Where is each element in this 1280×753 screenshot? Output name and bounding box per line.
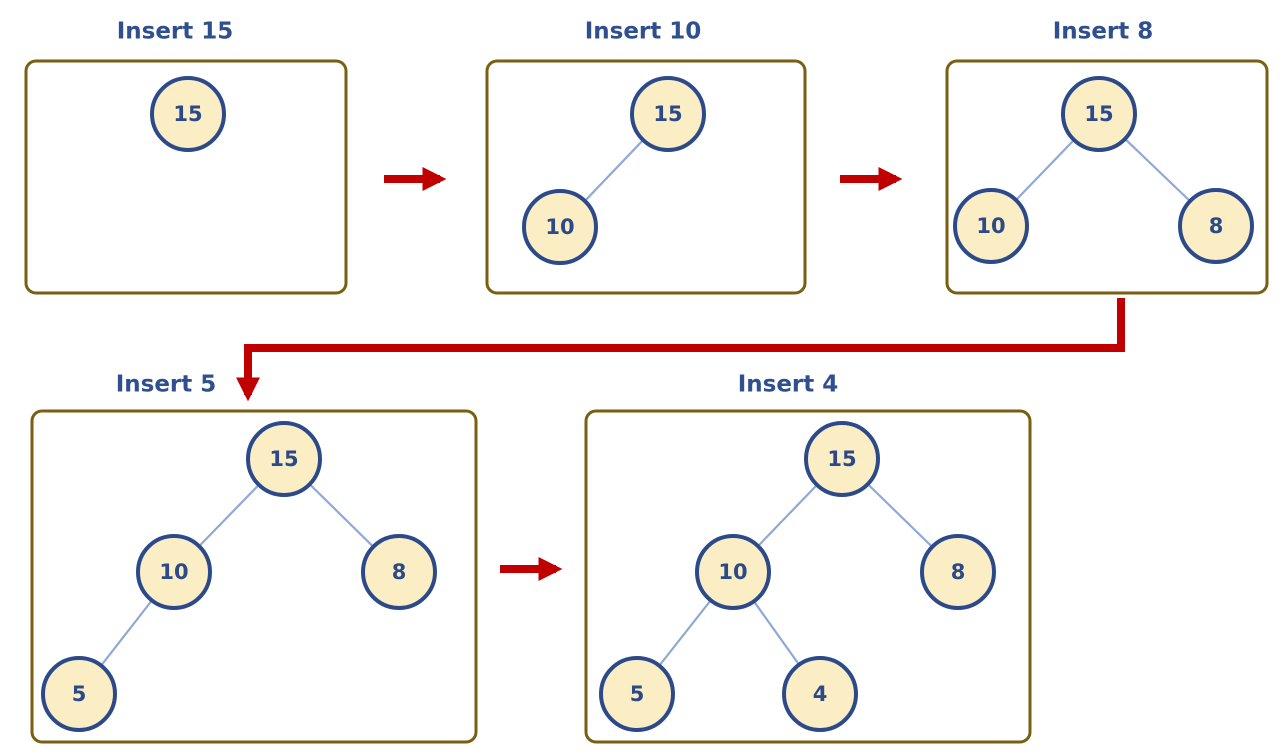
node-label: 15 <box>269 447 298 471</box>
node-circle <box>1061 76 1137 152</box>
step-title: Insert 8 <box>1053 19 1154 45</box>
tree-node-15: 15 <box>804 421 880 497</box>
tree-node-5: 5 <box>41 656 117 732</box>
tree-node-4: 4 <box>782 656 858 732</box>
node-circle <box>1178 188 1254 264</box>
node-label: 5 <box>72 682 87 706</box>
tree-node-10: 10 <box>136 534 212 610</box>
node-label: 10 <box>718 560 747 584</box>
step-panel-2: Insert 10 15 10 <box>485 19 807 295</box>
node-label: 15 <box>173 102 202 126</box>
arrow-step3-to-step4 <box>236 298 1125 402</box>
tree-node-15: 15 <box>1061 76 1137 152</box>
panel-box <box>30 409 478 744</box>
node-label: 8 <box>1209 214 1224 238</box>
node-circle <box>41 656 117 732</box>
node-circle <box>361 534 437 610</box>
tree-node-15: 15 <box>246 421 322 497</box>
node-circle <box>804 421 880 497</box>
node-circle <box>136 534 212 610</box>
step-panel-3: Insert 8 15 10 8 <box>945 19 1269 295</box>
tree-node-15: 15 <box>150 76 226 152</box>
node-circle <box>782 656 858 732</box>
step-panel-1: Insert 15 15 <box>24 19 348 295</box>
tree-node-10: 10 <box>953 188 1029 264</box>
node-circle <box>920 534 996 610</box>
node-circle <box>599 656 675 732</box>
node-label: 8 <box>951 560 966 584</box>
node-circle <box>630 76 706 152</box>
node-circle <box>695 534 771 610</box>
node-label: 10 <box>976 214 1005 238</box>
node-circle <box>150 76 226 152</box>
panel-box <box>24 59 348 295</box>
step-title: Insert 15 <box>117 19 234 45</box>
tree-node-5: 5 <box>599 656 675 732</box>
step-title: Insert 5 <box>116 372 217 398</box>
node-circle <box>953 188 1029 264</box>
node-circle <box>246 421 322 497</box>
tree-node-10: 10 <box>695 534 771 610</box>
node-label: 4 <box>813 682 828 706</box>
node-label: 15 <box>1084 102 1113 126</box>
node-label: 5 <box>630 682 645 706</box>
tree-node-10: 10 <box>522 189 598 265</box>
step-panel-4: Insert 5 15 10 8 5 <box>30 372 478 744</box>
node-circle <box>522 189 598 265</box>
node-label: 10 <box>159 560 188 584</box>
node-label: 15 <box>653 102 682 126</box>
panel-box <box>584 409 1032 744</box>
tree-node-8: 8 <box>1178 188 1254 264</box>
step-title: Insert 4 <box>738 372 839 398</box>
tree-node-8: 8 <box>361 534 437 610</box>
step-panel-5: Insert 4 15 10 8 5 4 <box>584 372 1032 744</box>
node-label: 10 <box>545 215 574 239</box>
node-label: 8 <box>392 560 407 584</box>
tree-node-15: 15 <box>630 76 706 152</box>
node-label: 15 <box>827 447 856 471</box>
step-title: Insert 10 <box>585 19 702 45</box>
tree-node-8: 8 <box>920 534 996 610</box>
